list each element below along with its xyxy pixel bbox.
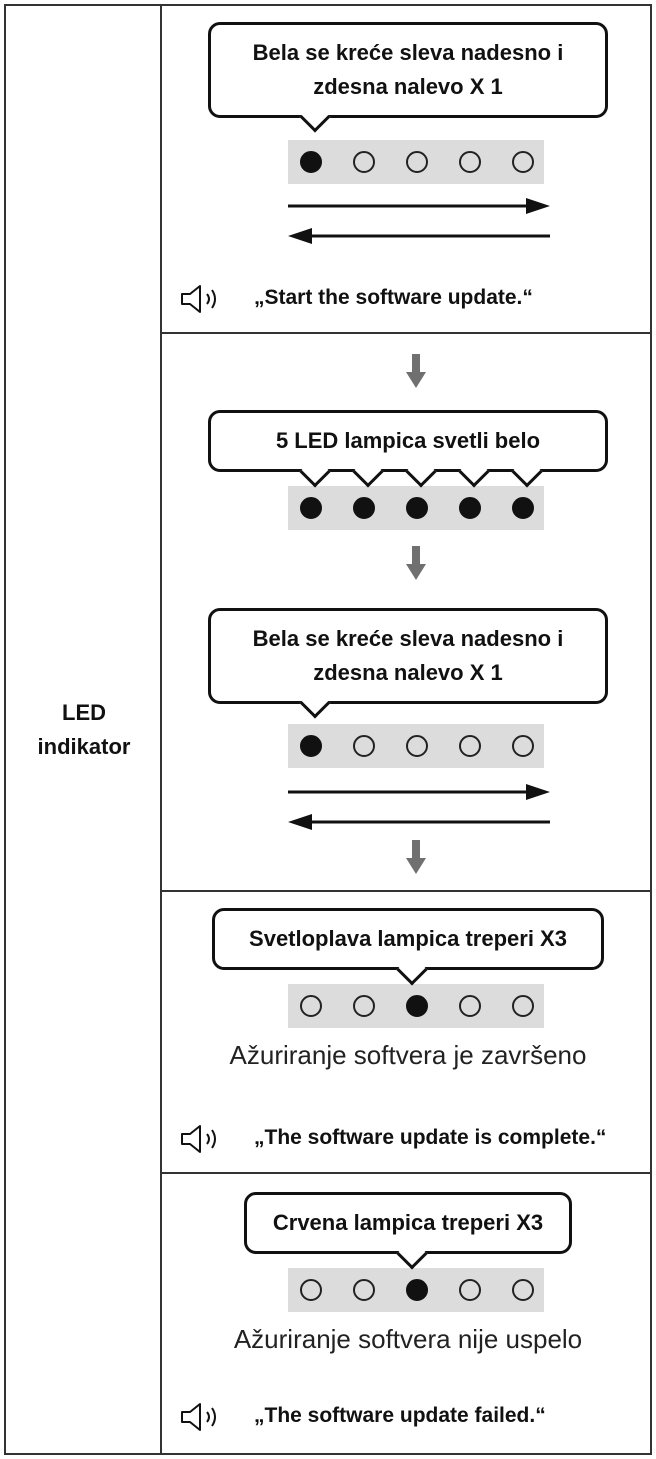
led-2 [353,151,375,173]
speech-bubble-sweep: Bela se kreće sleva nadesno i zdesna nal… [208,608,608,704]
left-arrow-icon [288,814,550,830]
row-divider [162,332,650,334]
voice-prompt-complete: „The software update is complete.“ [254,1126,607,1149]
led-strip [288,724,544,768]
led-3 [406,735,428,757]
led-strip [288,1268,544,1312]
speech-bubble-sweep: Bela se kreće sleva nadesno i zdesna nal… [208,22,608,118]
right-arrow-icon [288,198,550,214]
led-4 [459,735,481,757]
led-5 [512,1279,534,1301]
led-1 [300,497,322,519]
sweep-arrows [288,198,550,244]
voice-prompt-failed: „The software update failed.“ [254,1404,546,1427]
led-5 [512,995,534,1017]
led-2 [353,735,375,757]
down-arrow-icon [406,354,426,388]
led-strip [288,140,544,184]
led-4 [459,1279,481,1301]
led-strip [288,486,544,530]
speaker-icon [181,1125,216,1153]
led-4 [459,497,481,519]
led-3 [406,151,428,173]
voice-prompt-start: „Start the software update.“ [254,286,533,309]
led-3 [406,995,428,1017]
row-divider [162,890,650,892]
led-4 [459,995,481,1017]
led-strip [288,984,544,1028]
led-1 [300,995,322,1017]
led-indicator-table: LED indikator Bela se kreće sleva nadesn… [4,4,652,1455]
led-3 [406,497,428,519]
sweep-arrows [288,784,550,830]
led-1 [300,735,322,757]
right-arrow-icon [288,784,550,800]
speaker-icon [181,1403,216,1431]
led-1 [300,1279,322,1301]
led-2 [353,1279,375,1301]
row-label-led-indikator: LED indikator [37,700,131,759]
led-5 [512,151,534,173]
status-failed: Ažuriranje softvera nije uspelo [233,1324,583,1354]
led-2 [353,995,375,1017]
led-sequence-cell: Bela se kreće sleva nadesno i zdesna nal… [162,6,650,1453]
status-complete: Ažuriranje softvera je završeno [229,1040,587,1070]
led-3 [406,1279,428,1301]
led-4 [459,151,481,173]
down-arrow-icon [406,840,426,874]
led-2 [353,497,375,519]
left-arrow-icon [288,228,550,244]
speech-bubble-blink: Svetloplava lampica treperi X3 [212,908,604,970]
led-5 [512,497,534,519]
led-5 [512,735,534,757]
down-arrow-icon [406,546,426,580]
row-header-cell: LED indikator [6,6,162,1453]
speech-bubble-all-on: 5 LED lampica svetli belo [208,410,608,472]
row-divider [162,1172,650,1174]
speaker-icon [181,285,216,313]
led-1 [300,151,322,173]
